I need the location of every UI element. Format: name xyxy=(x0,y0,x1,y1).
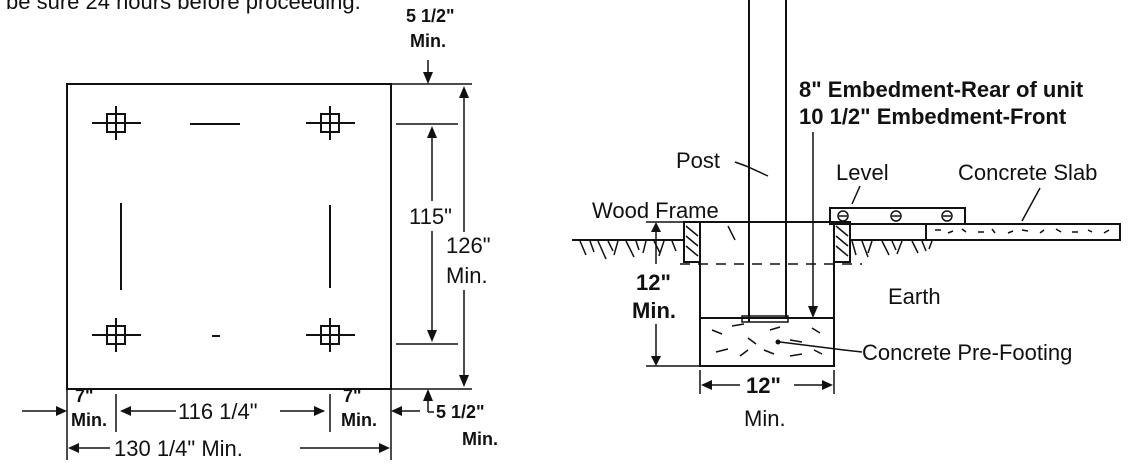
arrowhead xyxy=(314,406,325,416)
arrowhead xyxy=(68,443,79,453)
anchor-bolt-top-right xyxy=(306,106,355,140)
anchor-bolt-top-left xyxy=(92,106,141,140)
arrowhead xyxy=(701,380,712,390)
embedment-front: 10 1/2" Embedment-Front xyxy=(799,104,1067,129)
base-slab-outline xyxy=(66,83,392,390)
arrowhead xyxy=(427,126,437,138)
arrowhead xyxy=(423,72,433,84)
header-fragment: be sure 24 hours before proceeding. xyxy=(6,0,361,14)
right-clear: 7" xyxy=(343,386,362,406)
wood-frame-leader xyxy=(727,225,736,241)
arrowhead xyxy=(391,406,402,416)
arrowhead xyxy=(423,389,433,401)
arrowhead xyxy=(822,380,833,390)
width-min-label: Min. xyxy=(744,406,786,431)
arrowhead xyxy=(56,406,67,416)
pre-footing-label: Concrete Pre-Footing xyxy=(862,340,1072,365)
arrowhead xyxy=(459,86,469,98)
wood-frame-right-block xyxy=(833,221,851,263)
anchor-bolt-bottom-left xyxy=(92,318,141,352)
depth-min-label: Min. xyxy=(632,298,676,323)
plan-view: 5 1/2" Min. 115" 126" Min. 5 1/2" Min. 7… xyxy=(22,6,498,461)
left-clear-min: Min. xyxy=(71,410,107,430)
overall-vertical: 126" xyxy=(446,233,491,258)
top-right-clear-min: Min. xyxy=(410,31,446,51)
earth-hatch-right xyxy=(851,240,933,258)
depth-label: 12" xyxy=(636,270,671,295)
wood-frame-label: Wood Frame xyxy=(592,198,719,223)
arrowhead xyxy=(427,330,437,342)
arrowhead xyxy=(651,222,661,232)
right-clear-min: Min. xyxy=(341,410,377,430)
wood-frame-left-block xyxy=(683,221,701,263)
arrowhead xyxy=(808,306,818,318)
width-label: 12" xyxy=(746,373,781,398)
arrowhead xyxy=(120,406,131,416)
top-right-clear: 5 1/2" xyxy=(406,6,455,26)
left-clear: 7" xyxy=(75,386,94,406)
pre-footing-leader xyxy=(779,341,863,353)
earth-label: Earth xyxy=(888,284,941,309)
post-label: Post xyxy=(676,148,720,173)
arrowhead xyxy=(651,356,661,366)
overall-vertical-min: Min. xyxy=(446,263,488,288)
anchor-spacing-horizontal: 116 1/4" xyxy=(178,399,258,424)
overall-horizontal: 130 1/4" Min. xyxy=(114,436,243,461)
level-label: Level xyxy=(836,160,889,185)
concrete-slab-label: Concrete Slab xyxy=(958,160,1097,185)
section-view: 8" Embedment-Rear of unit 10 1/2" Embedm… xyxy=(572,0,1121,431)
arrowhead xyxy=(459,375,469,387)
concrete-slab-leader xyxy=(1021,187,1041,222)
bottom-right-clear: 5 1/2" xyxy=(436,402,485,422)
anchor-bolt-bottom-right xyxy=(306,318,355,352)
concrete-pre-footing xyxy=(699,317,835,367)
earth-hatch-left xyxy=(579,240,677,260)
anchor-spacing-vertical: 115" xyxy=(409,204,452,229)
bottom-right-clear-min: Min. xyxy=(462,429,498,449)
concrete-slab xyxy=(925,223,1121,241)
post-leader xyxy=(734,161,769,177)
embedment-rear: 8" Embedment-Rear of unit xyxy=(799,77,1084,102)
arrowhead xyxy=(379,443,390,453)
level-leader xyxy=(851,185,861,205)
